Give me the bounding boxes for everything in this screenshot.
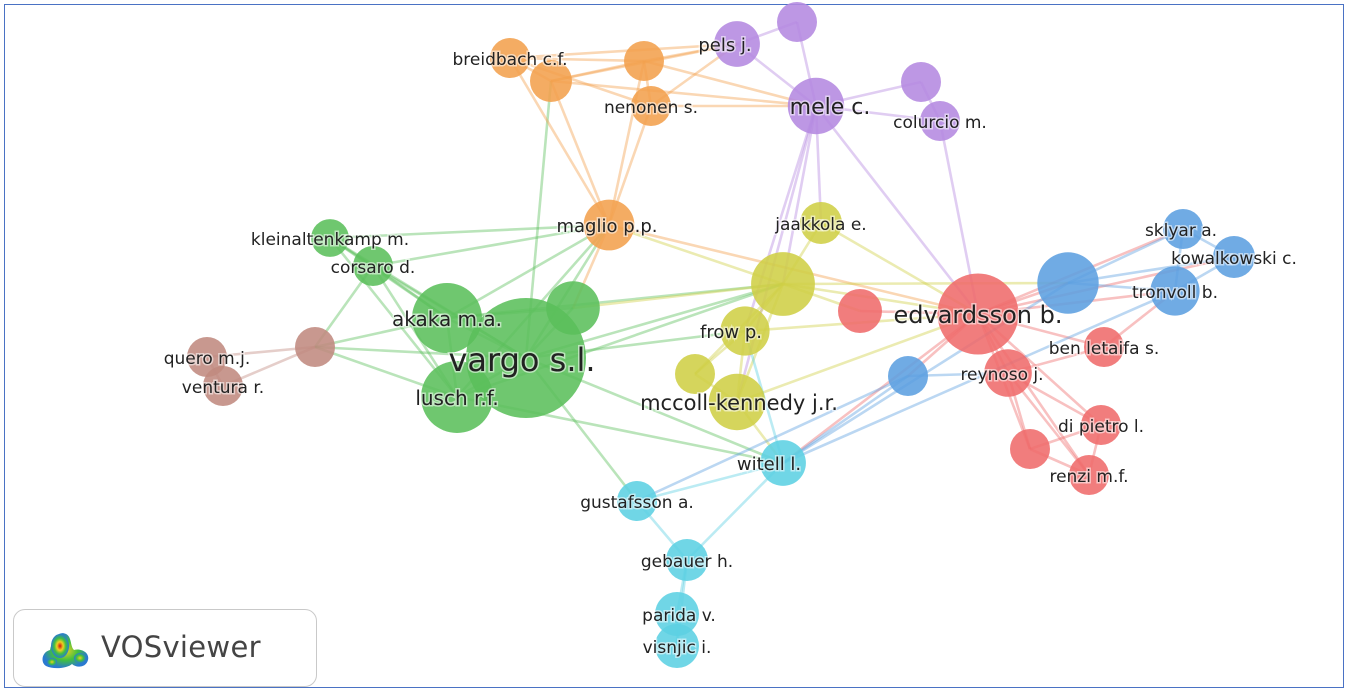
link-blue_s-gustafsson xyxy=(636,374,909,503)
node-gebauer[interactable] xyxy=(666,539,708,581)
node-yellow_hub[interactable] xyxy=(751,252,815,316)
node-yellow_s[interactable] xyxy=(675,354,715,394)
node-breidbach[interactable] xyxy=(490,38,530,78)
label-kleinal[interactable]: kleinaltenkamp m. xyxy=(249,229,410,252)
link-corsaro-maglio xyxy=(372,223,610,268)
node-nenonen[interactable] xyxy=(631,86,671,126)
label-dipietro[interactable]: di pietro l. xyxy=(1056,416,1145,439)
vosviewer-logo: VOSviewer xyxy=(13,609,317,687)
node-edvardsson[interactable] xyxy=(937,273,1019,355)
link-mele-edvardsson xyxy=(814,105,980,315)
node-benletaifa[interactable] xyxy=(1084,327,1124,367)
link-blue_s-witell xyxy=(782,374,909,465)
link-mccoll-edvardsson xyxy=(736,312,979,404)
node-sklyar[interactable] xyxy=(1163,209,1203,249)
label-colurcio[interactable]: colurcio m. xyxy=(892,112,989,135)
node-purple_a[interactable] xyxy=(777,2,817,42)
label-sklyar[interactable]: sklyar a. xyxy=(1143,220,1218,243)
label-nenonen[interactable]: nenonen s. xyxy=(602,97,699,120)
node-brown_hub[interactable] xyxy=(295,327,335,367)
node-lusch[interactable] xyxy=(421,361,493,433)
link-breidbach-pels xyxy=(509,42,738,60)
link-breidbach-nenonen xyxy=(509,56,652,108)
node-frow[interactable] xyxy=(720,306,770,356)
link-maglio-orange_a xyxy=(549,80,611,226)
label-corsaro[interactable]: corsaro d. xyxy=(329,257,417,280)
link-yellow_hub-green_unl xyxy=(572,282,784,310)
link-tronvoll-witell xyxy=(782,289,1176,465)
label-mccoll[interactable]: mccoll-kennedy j.r. xyxy=(639,390,840,417)
link-orange_a-mele xyxy=(550,79,817,108)
node-orange_a[interactable] xyxy=(530,60,572,102)
vosviewer-logo-text: VOSviewer xyxy=(101,630,261,664)
label-mele[interactable]: mele c. xyxy=(788,94,872,122)
link-breidbach-orange_b xyxy=(509,56,645,63)
label-breidbach[interactable]: breidbach c.f. xyxy=(451,49,569,72)
node-blue_big[interactable] xyxy=(1037,252,1099,314)
link-edvardsson-kowalkowski xyxy=(977,255,1235,316)
label-ventura[interactable]: ventura r. xyxy=(180,377,265,400)
label-witell[interactable]: witell l. xyxy=(735,453,802,477)
node-akaka[interactable] xyxy=(412,283,482,353)
label-quero[interactable]: quero m.j. xyxy=(162,348,252,371)
node-kleinal[interactable] xyxy=(311,219,349,257)
node-corsaro[interactable] xyxy=(353,246,393,286)
node-tronvoll[interactable] xyxy=(1150,266,1200,316)
node-gustafsson[interactable] xyxy=(617,481,657,521)
node-pels[interactable] xyxy=(714,21,760,67)
node-jaakkola[interactable] xyxy=(800,202,842,244)
link-kleinal-maglio xyxy=(329,223,610,240)
node-dipietro[interactable] xyxy=(1081,405,1121,445)
label-gebauer[interactable]: gebauer h. xyxy=(639,551,734,574)
network-frame xyxy=(4,4,1344,688)
label-renzi[interactable]: renzi m.f. xyxy=(1048,466,1130,489)
labels-layer: vargo s.l. akaka m.a. lusch r.f. kleinalten… xyxy=(162,34,1299,660)
label-lusch[interactable]: lusch r.f. xyxy=(414,385,500,412)
label-benletaifa[interactable]: ben letaifa s. xyxy=(1047,338,1160,361)
node-witell[interactable] xyxy=(760,440,806,486)
nodes-layer xyxy=(187,2,1255,668)
label-frow[interactable]: frow p. xyxy=(699,321,764,345)
node-purple_b[interactable] xyxy=(901,62,941,102)
label-edvardsson[interactable]: edvardsson b. xyxy=(892,300,1064,331)
label-maglio[interactable]: maglio p.p. xyxy=(555,215,659,239)
node-colurcio[interactable] xyxy=(920,101,960,141)
label-akaka[interactable]: akaka m.a. xyxy=(390,306,503,333)
label-parida[interactable]: parida v. xyxy=(641,605,718,628)
vosviewer-density-icon xyxy=(42,633,89,669)
link-edvardsson-witell xyxy=(782,312,979,465)
link-yellow_hub-blue_big xyxy=(782,281,1069,286)
label-reynoso[interactable]: reynoso j. xyxy=(959,364,1045,387)
label-gustafsson[interactable]: gustafsson a. xyxy=(579,492,696,515)
link-maglio-orange_b xyxy=(607,60,646,226)
node-parida[interactable] xyxy=(655,592,699,636)
node-orange_b[interactable] xyxy=(624,41,664,81)
node-blue_s[interactable] xyxy=(888,356,928,396)
label-vargo[interactable]: vargo s.l. xyxy=(447,340,597,381)
label-kowalkowski[interactable]: kowalkowski c. xyxy=(1170,248,1299,271)
label-visnjic[interactable]: visnjic i. xyxy=(641,637,713,660)
node-maglio[interactable] xyxy=(583,199,635,251)
node-green_unl[interactable] xyxy=(546,281,600,335)
node-mele[interactable] xyxy=(787,77,845,135)
node-renzi[interactable] xyxy=(1069,455,1109,495)
node-visnjic[interactable] xyxy=(655,624,699,668)
link-witell-gustafsson xyxy=(636,461,784,503)
link-maglio-breidbach xyxy=(508,57,611,226)
label-jaakkola[interactable]: jaakkola e. xyxy=(773,214,868,237)
node-reynoso[interactable] xyxy=(984,349,1032,397)
node-red_b[interactable] xyxy=(1010,429,1050,469)
link-orange_b-mele xyxy=(643,59,817,108)
node-red_a[interactable] xyxy=(838,289,882,333)
node-kowalkowski[interactable] xyxy=(1213,236,1255,278)
label-pels[interactable]: pels j. xyxy=(697,34,753,58)
node-mccoll[interactable] xyxy=(708,373,766,431)
label-tronvoll[interactable]: tronvoll b. xyxy=(1131,282,1220,305)
node-ventura[interactable] xyxy=(203,366,243,406)
